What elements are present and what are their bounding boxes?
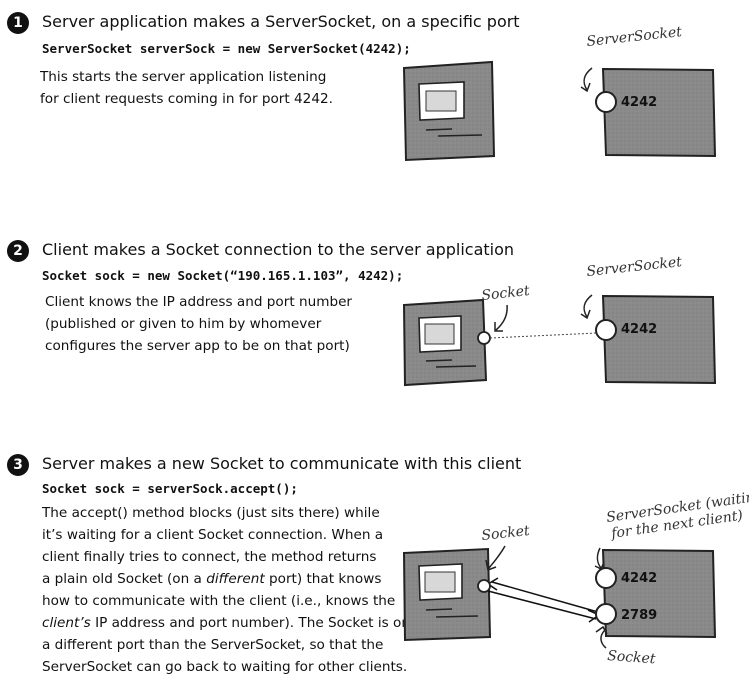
description-line: it’s waiting for a client Socket connect… [42, 524, 410, 546]
serversocket-label: ServerSocket [586, 254, 683, 280]
port-socket-circle [595, 319, 617, 341]
description-line: (published or given to him by whomever [45, 316, 322, 332]
client-computer [402, 60, 496, 162]
step-heading: Server application makes a ServerSocket,… [42, 12, 520, 31]
description-line: This starts the server application liste… [40, 69, 327, 85]
emphasized-text: client’s [42, 615, 91, 631]
port-number: 4242 [621, 95, 657, 110]
port-socket-circle [595, 567, 617, 589]
step-number-badge: 3 [7, 454, 29, 476]
description-line: a plain old Socket (on a different port)… [42, 568, 410, 590]
description-text: IP address and port number). The Socket … [90, 615, 410, 631]
code-snippet: Socket sock = serverSock.accept(); [42, 481, 298, 496]
step-heading: Server makes a new Socket to communicate… [42, 454, 522, 473]
server-box [601, 294, 717, 385]
description-text: client finally tries to connect, the met… [42, 549, 377, 565]
label-pointer-arrow [595, 625, 608, 649]
description-text: a plain old Socket (on a [42, 571, 207, 587]
description-text: it’s waiting for a client Socket connect… [42, 527, 384, 543]
port-number: 2789 [621, 608, 657, 623]
description-line: for client requests coming in for port 4… [40, 91, 333, 107]
socket-label: Socket [607, 648, 657, 667]
client-socket-circle [477, 579, 491, 593]
code-snippet: Socket sock = new Socket(“190.165.1.103”… [42, 268, 404, 283]
client-computer [402, 298, 488, 387]
description-text: ServerSocket can go back to waiting for … [42, 659, 408, 675]
description-line: how to communicate with the client (i.e.… [42, 590, 410, 612]
client-computer [402, 547, 492, 642]
socket-label: Socket [481, 283, 531, 304]
description-text: a different port than the ServerSocket, … [42, 637, 384, 653]
server-box [601, 67, 717, 158]
socket-label: Socket [481, 523, 531, 544]
port-socket-circle [595, 91, 617, 113]
description-text: port) that knows [264, 571, 382, 587]
emphasized-text: different [206, 571, 265, 587]
step-description: This starts the server application liste… [40, 66, 333, 110]
step-number-badge: 1 [7, 12, 29, 34]
connection-line [487, 590, 597, 620]
description-line: client’s IP address and port number). Th… [42, 612, 410, 634]
description-line: ServerSocket can go back to waiting for … [42, 656, 410, 678]
port-number: 4242 [621, 571, 657, 586]
server-box [601, 548, 717, 639]
description-text: The accept() method blocks (just sits th… [42, 505, 380, 521]
description-line: a different port than the ServerSocket, … [42, 634, 410, 656]
description-line: client finally tries to connect, the met… [42, 546, 410, 568]
connection-line [491, 581, 599, 613]
label-pointer-arrow [485, 545, 506, 572]
step-description: Client knows the IP address and port num… [45, 291, 352, 357]
label-pointer-arrow [494, 304, 508, 332]
step-heading: Client makes a Socket connection to the … [42, 240, 515, 259]
description-line: Client knows the IP address and port num… [45, 294, 353, 310]
client-socket-circle [477, 331, 491, 345]
label-pointer-arrow [580, 67, 593, 93]
step-number-badge: 2 [7, 240, 29, 262]
description-line: configures the server app to be on that … [45, 338, 350, 354]
port-number: 4242 [621, 322, 657, 337]
code-snippet: ServerSocket serverSock = new ServerSock… [42, 41, 411, 56]
description-line: The accept() method blocks (just sits th… [42, 502, 410, 524]
serversocket-label: ServerSocket [586, 24, 683, 50]
step-description: The accept() method blocks (just sits th… [42, 502, 410, 678]
connection-dotted-line [489, 332, 598, 339]
new-socket-circle [595, 603, 617, 625]
label-pointer-arrow [580, 294, 593, 320]
description-text: how to communicate with the client (i.e.… [42, 593, 396, 609]
